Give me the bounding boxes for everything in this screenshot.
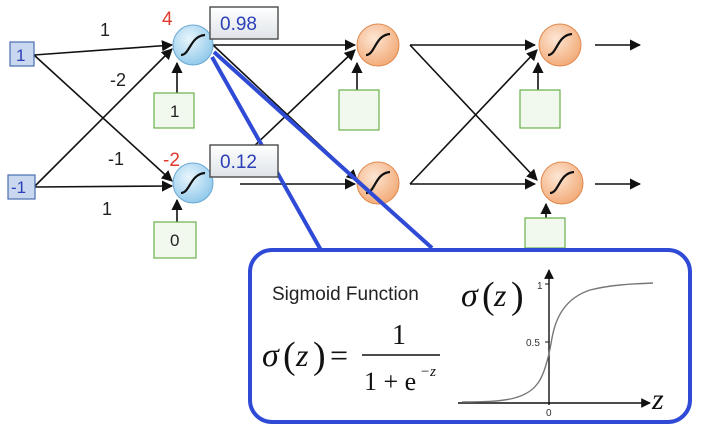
neuron-3 [356,23,400,67]
output-box-1: 0.98 [209,6,279,40]
formula-exponent: −z [420,364,436,380]
sigmoid-graph: 1 0.5 0 z [458,269,664,419]
neuron-1 [172,24,214,66]
sigmoid-icon [549,170,575,195]
output-value-1: 0.98 [220,14,257,35]
sigmoid-icon [547,32,573,57]
sigmoid-icon [365,32,391,57]
sigmoid-title: Sigmoid Function [272,284,419,305]
graph-label-sigma: σ [461,277,479,314]
input-value-2: -1 [11,178,26,197]
z-value-1: 4 [162,9,173,30]
graph-function-label: σ ( z ) [461,275,524,317]
edge-n4-n5 [409,49,538,185]
bias-box-1: 1 [153,92,195,129]
sigmoid-icon [180,33,206,57]
edge-x2-n2 [33,180,174,192]
neuron-2 [172,162,214,204]
edge-n2-n3 [249,49,356,151]
formula-sigma: σ [262,337,280,374]
graph-label-z: z [493,277,507,313]
formula-lparen: ( [283,335,296,377]
input-value-1: 1 [16,46,25,65]
sigmoid-curve [461,282,654,403]
connections-hidden [212,39,642,218]
edge-n3-n6 [409,44,538,181]
output-value-2: 0.12 [220,152,257,173]
graph-label-rparen: ) [511,275,524,317]
tick-label-zero: 0 [546,408,552,419]
neuron-5 [538,23,582,67]
neuron-6 [540,161,584,205]
sigmoid-formula: σ ( z ) = 1 1 + e −z [262,320,440,396]
edge-x1-n1 [33,40,174,56]
formula-numerator: 1 [392,320,406,351]
formula-denominator: 1 + e [364,367,416,396]
connections-layer-1 [33,40,183,222]
bias-box-2: 0 [153,221,197,259]
bias-value-2: 0 [170,231,179,250]
axis-label-z: z [651,383,664,416]
edge-x2-n1 [33,48,173,188]
z-value-2: -2 [163,150,180,171]
weight-x2-n1: -1 [108,149,124,169]
bias-value-1: 1 [170,102,179,121]
formula-equals: = [330,337,348,373]
sigmoid-icon [180,171,206,195]
input-box-2: -1 [7,174,36,200]
bias-box-6 [524,217,566,249]
weight-x1-n2: -2 [110,70,126,90]
tick-label-top: 1 [537,281,543,292]
tick-label-mid: 0.5 [526,338,540,349]
formula-z: z [295,337,309,373]
output-box-2: 0.12 [209,144,279,178]
input-box-1: 1 [9,41,35,67]
graph-label-lparen: ( [482,275,495,317]
formula-rparen: ) [313,335,326,377]
sigmoid-callout: Sigmoid Function σ ( z ) = 1 1 + e −z σ … [248,248,692,424]
weight-x1-n1: 1 [100,20,110,40]
weight-x2-n2: 1 [102,199,112,219]
bias-box-3 [338,89,380,131]
bias-box-5 [519,89,561,129]
